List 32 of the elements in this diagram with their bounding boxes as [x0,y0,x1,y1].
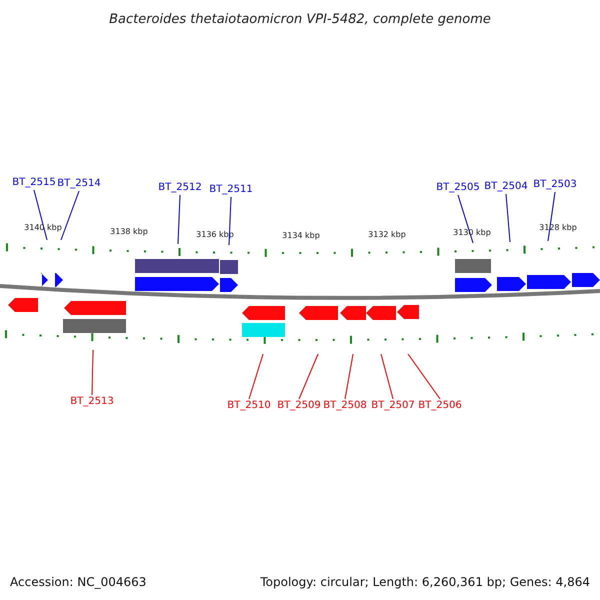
gene-label: BT_2514 [57,177,101,191]
leader-line [92,350,94,396]
leader-line [380,354,394,400]
leader-line [248,354,264,400]
gene-label: BT_2515 [12,176,56,190]
genome-info: Topology: circular; Length: 6,260,361 bp; Genes: 4,864 [260,575,590,589]
leader-line [228,196,232,246]
tick-scale [6,243,594,257]
tick-scale [5,330,594,344]
leader-line [548,192,556,242]
leader-line [344,354,354,400]
leader-line [178,194,180,244]
leader-line [60,190,80,240]
gene-label: BT_2503 [533,178,577,192]
scale-label: 3140 kbp [24,223,62,233]
gene-label: BT_2513 [70,395,114,409]
gene-label: BT_2509 [277,399,321,413]
leader-line [34,190,48,240]
leader-line [408,354,440,400]
gene-label: BT_2504 [484,180,528,194]
gene-label: BT_2512 [158,181,202,195]
gene-label: BT_2507 [371,399,415,413]
leader-line [506,194,510,242]
scale-label: 3138 kbp [110,227,148,237]
map-title: Bacteroides thetaiotaomicron VPI-5482, complete genome [108,11,492,29]
gene-label: BT_2505 [436,181,480,195]
gene-label: BT_2510 [227,399,271,413]
gene-label: BT_2508 [323,399,367,413]
genome-info: Accession: NC_004663 [10,575,146,589]
leader-line [298,354,318,400]
gene-label: BT_2506 [418,399,462,413]
gene-label: BT_2511 [209,183,253,197]
